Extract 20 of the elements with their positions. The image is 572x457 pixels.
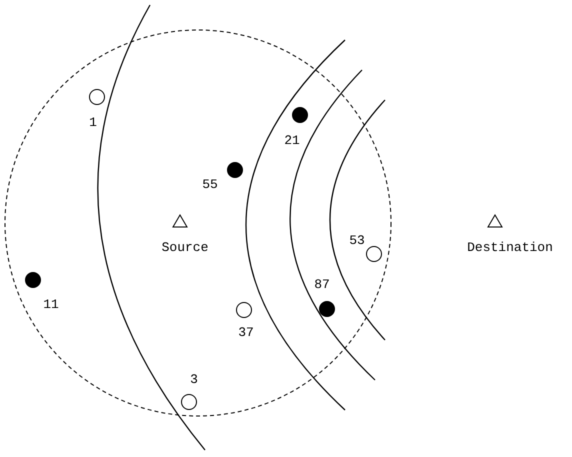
- node-label: 87: [314, 277, 330, 292]
- node-label: 37: [238, 325, 254, 340]
- hollow-node: [89, 89, 105, 105]
- node-label: 55: [202, 177, 218, 192]
- triangle-marker: [487, 214, 503, 228]
- filled-node: [25, 272, 41, 288]
- hollow-node: [181, 394, 197, 410]
- filled-node: [292, 107, 308, 123]
- hollow-node: [366, 246, 382, 262]
- node-label: Destination: [467, 240, 553, 255]
- node-label: 1: [89, 115, 97, 130]
- node-label: Source: [162, 240, 208, 255]
- node-label: 21: [284, 133, 300, 148]
- node-label: 3: [190, 372, 198, 387]
- node-label: 53: [349, 233, 365, 248]
- hollow-node: [236, 302, 252, 318]
- filled-node: [227, 162, 243, 178]
- filled-node: [319, 301, 335, 317]
- node-label: 11: [43, 297, 59, 312]
- triangle-marker: [172, 214, 188, 228]
